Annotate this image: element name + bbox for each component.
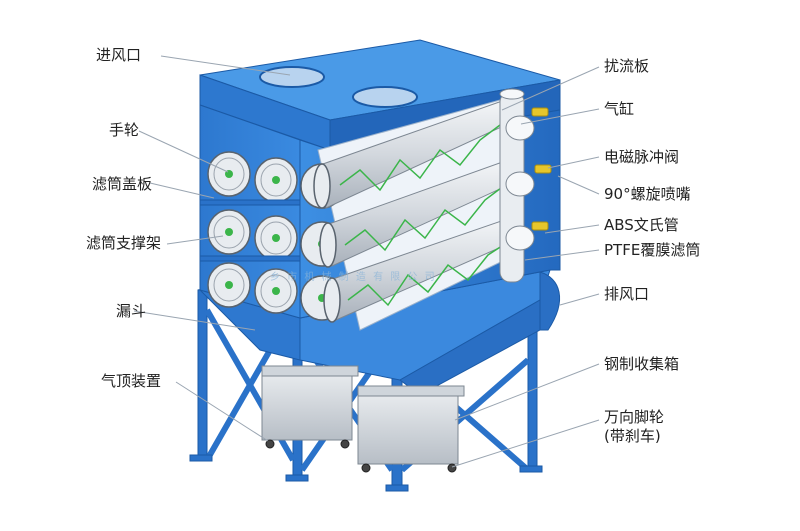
filter-cartridges xyxy=(313,99,518,323)
label-inlet: 进风口 xyxy=(96,46,142,64)
label-air-top-device: 气顶装置 xyxy=(101,372,162,390)
label-venturi: ABS文氏管 xyxy=(604,216,679,234)
label-cartridge-support: 滤筒支撑架 xyxy=(86,234,162,252)
label-collection-box: 钢制收集箱 xyxy=(604,355,680,373)
label-baffle: 扰流板 xyxy=(604,57,650,75)
label-caster: 万向脚轮 (带刹车) xyxy=(604,408,664,446)
caster-wheels xyxy=(265,439,457,473)
label-air-cylinder: 气缸 xyxy=(604,100,635,118)
label-handwheel: 手轮 xyxy=(109,121,140,139)
inlet-openings xyxy=(259,66,418,108)
label-outlet: 排风口 xyxy=(604,285,650,303)
hopper xyxy=(198,269,551,396)
label-spray-nozzle: 90°螺旋喷嘴 xyxy=(604,185,691,203)
front-frame xyxy=(199,199,301,262)
label-caster-line2: (带刹车) xyxy=(604,427,661,445)
watermark: 乡 市 机 械 制 造 有 限 公 司 xyxy=(270,272,437,283)
label-caster-line1: 万向脚轮 xyxy=(604,408,665,426)
pulse-valve-icon xyxy=(531,107,552,231)
label-cartridge-cover: 滤筒盖板 xyxy=(92,175,153,193)
air-cylinder xyxy=(499,88,535,283)
collection-box xyxy=(261,365,465,465)
label-ptfe-cartridge: PTFE覆膜滤筒 xyxy=(604,241,701,259)
label-hopper: 漏斗 xyxy=(116,302,147,320)
leader-lines xyxy=(133,55,600,468)
label-pulse-valve: 电磁脉冲阀 xyxy=(604,148,680,166)
